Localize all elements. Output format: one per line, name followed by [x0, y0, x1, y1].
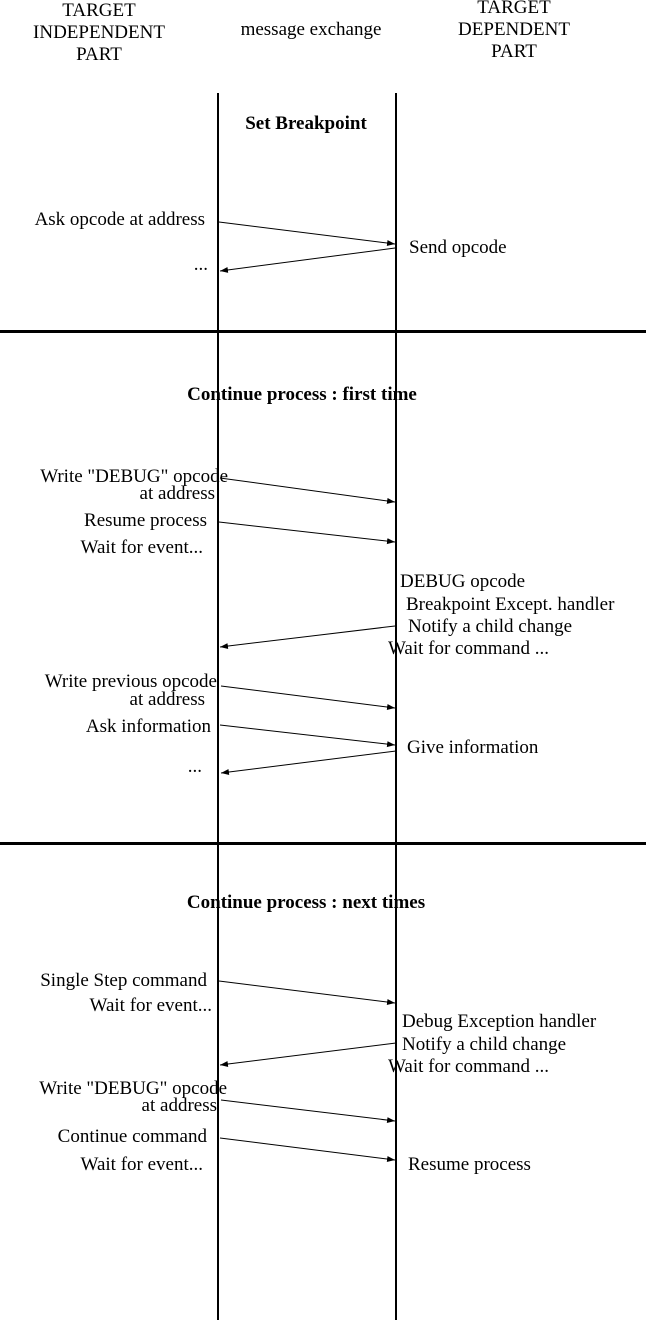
- message-label: Resume process: [408, 1154, 531, 1175]
- message-arrow: [219, 1042, 397, 1067]
- message-label: Give information: [407, 737, 539, 758]
- message-label: Single Step command: [40, 970, 207, 991]
- header-line: DEPENDENT: [458, 19, 570, 40]
- message-label: DEBUG opcode: [400, 571, 526, 592]
- message-label: ...: [193, 254, 208, 275]
- message-label: Wait for event...: [80, 1154, 203, 1175]
- section-title-continue-next-times: Continue process : next times: [186, 892, 426, 913]
- message-label: Wait for event...: [80, 537, 203, 558]
- message-arrow: [219, 477, 396, 504]
- message-arrow: [218, 221, 396, 246]
- message-label: Write "DEBUG" opcode: [40, 466, 228, 487]
- left-lifeline: [217, 93, 219, 1320]
- header-line: TARGET: [477, 0, 551, 18]
- message-arrow: [219, 724, 396, 748]
- message-label: Send opcode: [409, 237, 507, 258]
- message-arrow: [220, 1099, 396, 1124]
- message-label: at address: [139, 483, 215, 504]
- header-target-independent-part: TARGET INDEPENDENT PART: [0, 0, 198, 66]
- message-label: Breakpoint Except. handler: [406, 594, 615, 615]
- section-title-continue-first-time: Continue process : first time: [187, 384, 417, 405]
- message-arrow: [219, 1137, 396, 1162]
- header-line: PART: [491, 41, 537, 62]
- message-label: at address: [129, 689, 205, 710]
- message-arrow: [220, 750, 397, 775]
- message-label: Wait for event...: [89, 995, 212, 1016]
- message-label: Write previous opcode: [44, 671, 217, 692]
- header-line: TARGET: [62, 0, 136, 21]
- message-arrow: [218, 521, 396, 545]
- section-divider: [0, 330, 646, 333]
- message-label: Wait for command ...: [388, 638, 549, 659]
- message-label: at address: [141, 1095, 217, 1116]
- message-label: Debug Exception handler: [402, 1011, 597, 1032]
- message-label: Ask information: [85, 716, 211, 737]
- message-label: Ask opcode at address: [34, 209, 205, 230]
- message-label: ...: [187, 756, 202, 777]
- message-label: Wait for command ...: [388, 1056, 549, 1077]
- section-divider: [0, 842, 646, 845]
- message-arrow: [219, 247, 396, 273]
- message-arrow: [220, 685, 396, 710]
- header-message-exchange: message exchange: [240, 19, 382, 40]
- header-line: PART: [76, 44, 122, 65]
- section-title-set-breakpoint: Set Breakpoint: [245, 113, 367, 134]
- message-arrow: [218, 980, 396, 1005]
- right-lifeline: [395, 93, 397, 1320]
- message-arrow: [219, 625, 396, 650]
- message-label: Resume process: [84, 510, 207, 531]
- header-line: INDEPENDENT: [33, 22, 165, 43]
- header-target-dependent-part: TARGET DEPENDENT PART: [414, 0, 614, 63]
- message-label: Continue command: [57, 1126, 207, 1147]
- message-label: Notify a child change: [408, 616, 573, 637]
- message-label: Notify a child change: [402, 1034, 567, 1055]
- message-label: Write "DEBUG" opcode: [39, 1078, 227, 1099]
